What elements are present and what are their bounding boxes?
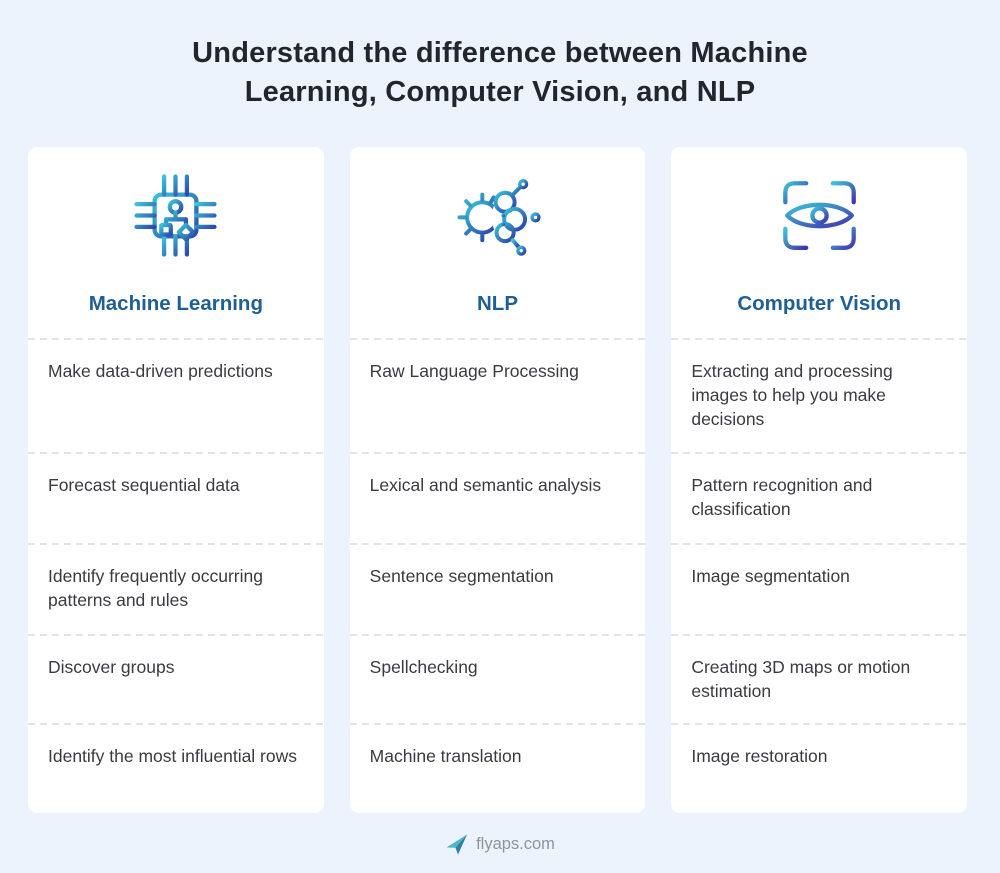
column-title-nlp: NLP bbox=[477, 292, 518, 315]
comparison-columns: Machine Learning Make data-driven predic… bbox=[28, 147, 968, 813]
eye-scan-icon bbox=[772, 168, 867, 263]
card-machine-learning: Machine Learning Make data-driven predic… bbox=[28, 147, 324, 813]
gear-brain-icon bbox=[450, 168, 545, 263]
list-item: Identify frequently occurring patterns a… bbox=[28, 543, 324, 634]
card-header-computer-vision: Computer Vision bbox=[671, 147, 967, 338]
list-item: Extracting and processing images to help… bbox=[671, 338, 967, 452]
page-title-line1: Understand the difference between Machin… bbox=[192, 37, 808, 69]
list-item: Spellchecking bbox=[349, 634, 646, 723]
card-computer-vision: Computer Vision Extracting and processin… bbox=[671, 147, 968, 813]
chip-flowchart-icon bbox=[128, 168, 223, 263]
card-header-nlp: NLP bbox=[350, 147, 646, 338]
list-item: Image restoration bbox=[671, 723, 967, 813]
footer: flyaps.com bbox=[0, 833, 1000, 856]
list-item: Sentence segmentation bbox=[349, 543, 646, 634]
list-item: Creating 3D maps or motion estimation bbox=[671, 634, 967, 723]
list-item: Forecast sequential data bbox=[28, 452, 324, 543]
list-item: Make data-driven predictions bbox=[28, 338, 324, 452]
list-item: Pattern recognition and classification bbox=[671, 452, 967, 543]
list-item: Machine translation bbox=[349, 723, 646, 813]
list-item: Raw Language Processing bbox=[349, 338, 646, 452]
column-title-computer-vision: Computer Vision bbox=[737, 292, 901, 315]
brand-text: flyaps.com bbox=[476, 835, 555, 853]
page-title: Understand the difference between Machin… bbox=[0, 34, 1000, 112]
page-title-line2: Learning, Computer Vision, and NLP bbox=[244, 76, 756, 108]
list-item: Identify the most influential rows bbox=[28, 723, 324, 813]
list-item: Discover groups bbox=[28, 634, 324, 723]
list-item: Image segmentation bbox=[671, 543, 967, 634]
paper-plane-icon bbox=[445, 833, 468, 856]
card-header-machine-learning: Machine Learning bbox=[28, 147, 324, 338]
list-item: Lexical and semantic analysis bbox=[349, 452, 646, 543]
card-nlp: NLP Raw Language Processing Lexical and … bbox=[349, 147, 646, 813]
column-title-machine-learning: Machine Learning bbox=[88, 292, 263, 315]
